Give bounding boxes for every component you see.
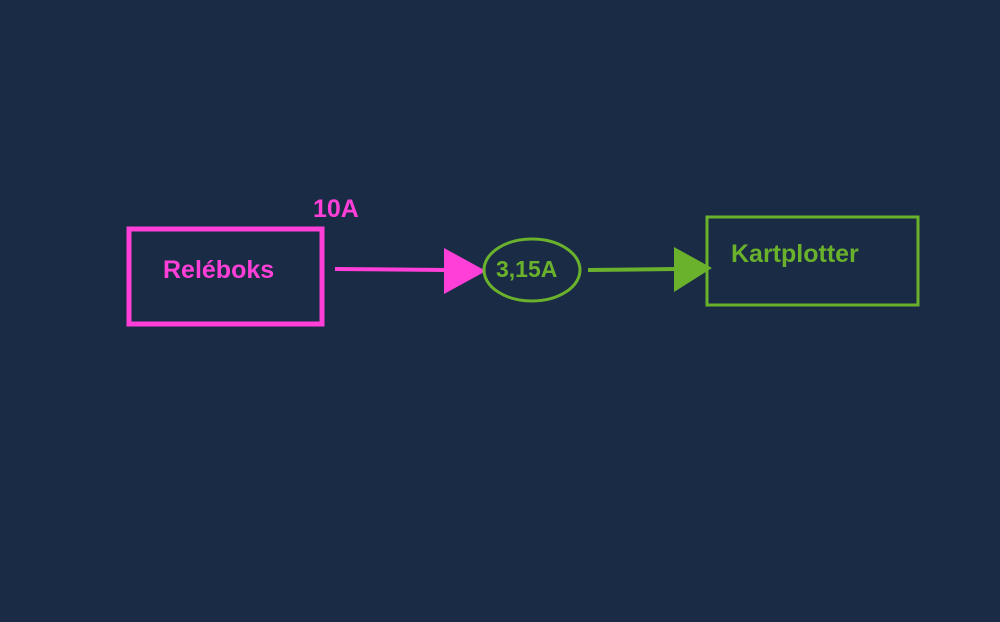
arrow-fuse-to-plotter-head [674,247,712,292]
arrow-relay-to-fuse-head [444,248,486,294]
relay-box-label: Reléboks [163,256,275,284]
arrow-fuse-to-plotter-line [587,267,677,272]
main-fuse-label: 10A [313,195,359,223]
fuse-label: 3,15A [496,256,558,282]
chart-plotter-box [705,215,920,307]
chart-plotter-label: Kartplotter [731,240,859,268]
fuse-ellipse [482,237,582,303]
relay-box [126,226,325,327]
arrow-relay-to-fuse-line [334,267,449,272]
